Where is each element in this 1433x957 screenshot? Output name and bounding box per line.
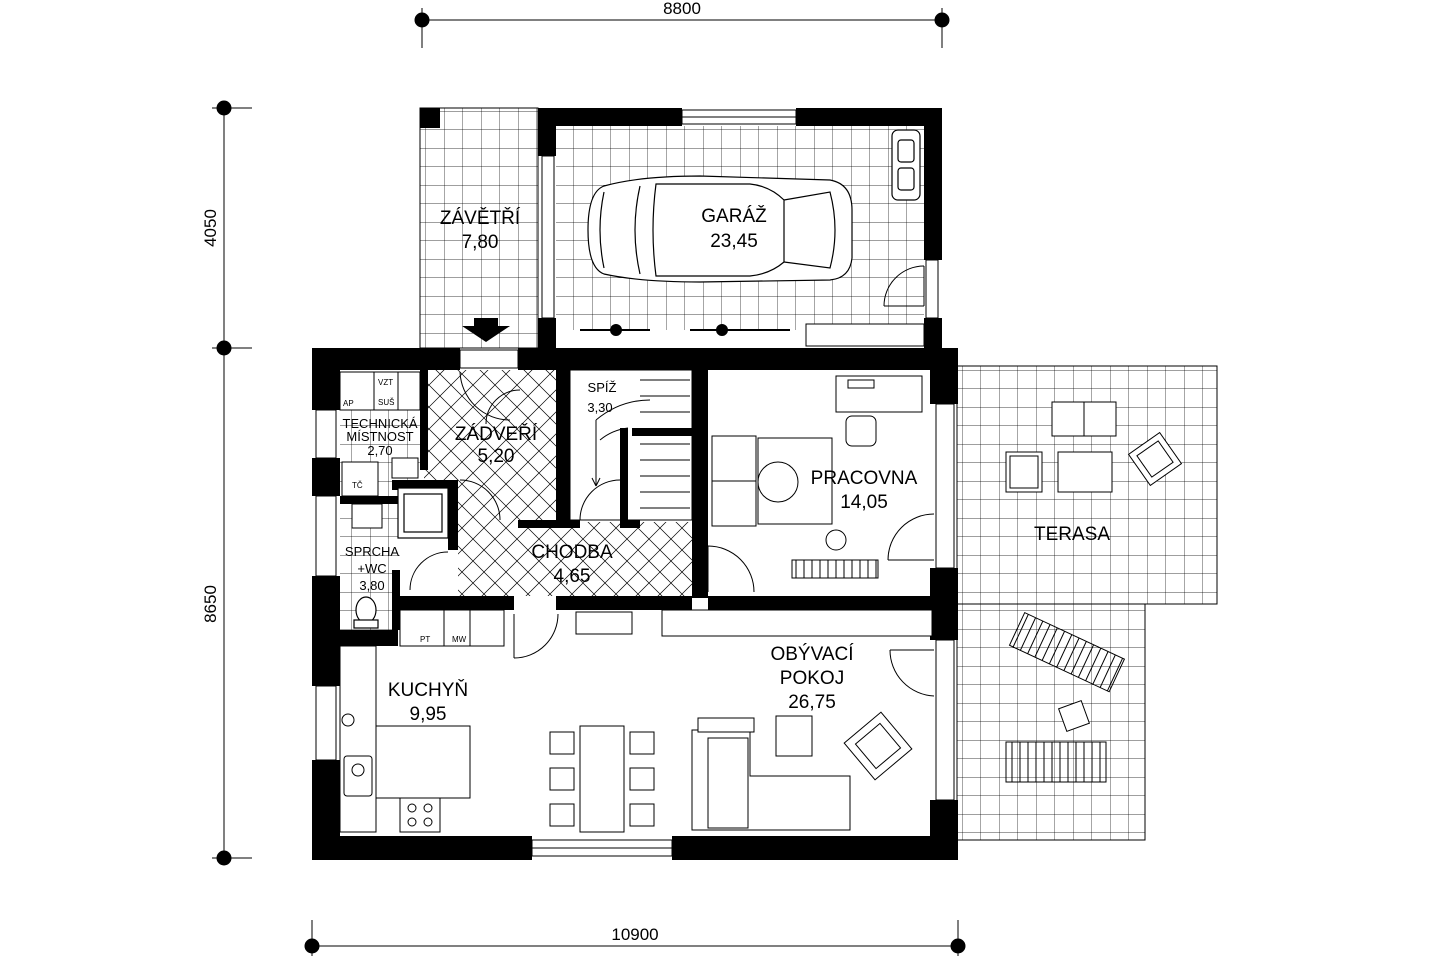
walls <box>312 108 958 860</box>
room-sprcha-area: 3,80 <box>359 578 384 593</box>
toilet-icon <box>353 596 379 629</box>
kitchen-counters <box>339 609 933 833</box>
dimension-bottom: 10900 <box>611 925 658 944</box>
room-kuchyn-area: 9,95 <box>410 704 447 725</box>
room-sprcha-name-1: SPRCHA <box>345 544 400 559</box>
door-swings <box>409 265 935 697</box>
room-terasa-name: TERASA <box>1034 524 1110 545</box>
room-zavetri-area: 7,80 <box>462 232 499 253</box>
label-tc: TČ <box>352 481 363 490</box>
zavetri-tile-floor <box>419 107 539 349</box>
label-sus: SUŠ <box>378 398 394 407</box>
motorbike-icon <box>891 129 921 201</box>
label-vzt: VZT <box>378 378 393 387</box>
room-garaz-name: GARÁŽ <box>701 205 767 227</box>
room-garaz-area: 23,45 <box>710 231 758 252</box>
room-kuchyn-name: KUCHYŇ <box>388 679 468 701</box>
dimension-top: 8800 <box>663 0 701 18</box>
technical-appliances <box>339 371 421 529</box>
bicycle-icons <box>580 324 790 336</box>
entrance-arrow-icon <box>462 318 510 342</box>
windows <box>315 109 955 857</box>
dimension-left-lower: 8650 <box>201 585 220 623</box>
room-zavetri-name: ZÁVĚTŘÍ <box>440 207 521 229</box>
room-zadveri-name: ZÁDVEŘÍ <box>455 423 538 445</box>
label-mw: MW <box>452 635 467 644</box>
dimension-lines <box>212 8 966 956</box>
garaz-floor-white-patch <box>805 323 925 347</box>
room-obyvaci-name-2: POKOJ <box>780 668 844 689</box>
room-pracovna-name: PRACOVNA <box>811 468 918 489</box>
room-obyvaci-name-1: OBÝVACÍ <box>770 644 854 665</box>
room-zadveri-area: 5,20 <box>478 446 515 467</box>
car-icon <box>587 175 853 283</box>
room-spiz-area: 3,30 <box>587 400 612 415</box>
room-technicka-area: 2,70 <box>367 443 392 458</box>
dining-set <box>549 725 655 833</box>
room-obyvaci-area: 26,75 <box>788 692 836 713</box>
room-chodba-area: 4,65 <box>554 566 591 587</box>
room-pracovna-area: 14,05 <box>840 492 888 513</box>
chodba-diagonal-floor <box>458 522 692 596</box>
room-sprcha-name-2: +WC <box>357 561 386 576</box>
room-chodba-name: CHODBA <box>531 542 613 563</box>
staircase <box>569 369 693 521</box>
room-technicka-name-1: TECHNICKÁ <box>342 416 417 431</box>
shower-icon <box>397 487 449 539</box>
label-pt: PT <box>420 635 430 644</box>
room-technicka-name-2: MÍSTNOST <box>346 429 413 444</box>
dimension-left-upper: 4050 <box>201 209 220 247</box>
room-spiz-name: SPÍŽ <box>588 380 617 395</box>
terrace-furniture <box>1005 401 1183 783</box>
living-room-furniture <box>691 711 913 831</box>
label-ap: AP <box>343 399 354 408</box>
office-furniture <box>711 375 923 579</box>
